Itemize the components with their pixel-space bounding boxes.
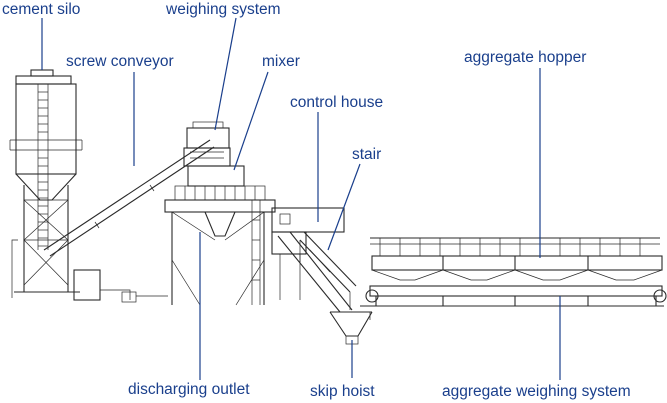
label-control-house: control house (290, 94, 383, 111)
leader-stair (327, 163, 361, 251)
stair-skip-hoist-drawing (277, 231, 373, 345)
mixer-tower-drawing (73, 121, 276, 306)
label-skip-hoist: skip hoist (310, 383, 375, 400)
control-house-drawing (271, 207, 345, 300)
leader-mixer (233, 71, 269, 171)
cement-silo-drawing (9, 69, 83, 298)
label-screw-conveyor: screw conveyor (66, 53, 174, 70)
label-weighing-system: weighing system (165, 1, 281, 18)
label-aggregate-hopper: aggregate hopper (464, 49, 586, 66)
label-aggregate-weighing-system: aggregate weighing system (442, 383, 631, 400)
screw-conveyor-drawing (43, 139, 215, 257)
label-stair: stair (352, 146, 381, 163)
label-mixer: mixer (262, 53, 300, 70)
aggregate-hopper-drawing (360, 237, 667, 307)
label-cement-silo: cement silo (2, 1, 80, 18)
leader-weighing-system (214, 17, 237, 131)
leader-lines (41, 17, 561, 380)
label-discharging-outlet: discharging outlet (128, 381, 250, 398)
labels: cement silo weighing system screw convey… (2, 1, 631, 400)
